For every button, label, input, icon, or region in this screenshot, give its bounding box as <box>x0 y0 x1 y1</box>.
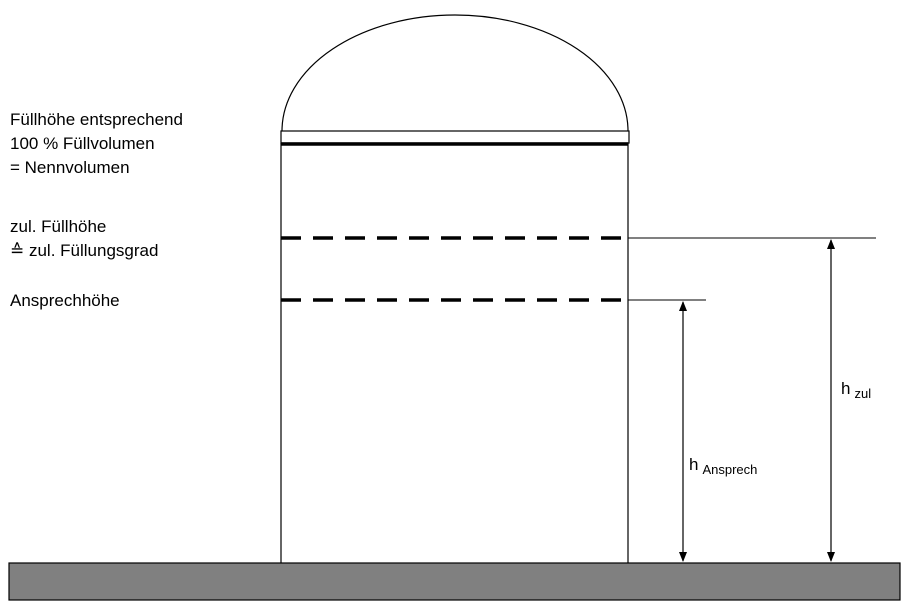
nominal-level-label: Füllhöhe entsprechend 100 % Füllvolumen … <box>10 108 183 180</box>
nominal-label-line-1: Füllhöhe entsprechend <box>10 110 183 129</box>
tank-top-band <box>280 130 630 144</box>
nominal-label-line-3: = Nennvolumen <box>10 158 130 177</box>
trigger-label-text: Ansprechhöhe <box>10 291 120 310</box>
nominal-label-line-2: 100 % Füllvolumen <box>10 134 155 153</box>
ground-slab <box>8 562 901 601</box>
permitted-label-line-2: ≙ zul. Füllungsgrad <box>10 241 159 260</box>
h-ansprech-subscript: Ansprech <box>702 462 758 477</box>
h-zul-main: h <box>841 379 851 398</box>
h-ansprech-main: h <box>689 455 699 474</box>
permitted-level-label: zul. Füllhöhe ≙ zul. Füllungsgrad <box>10 215 158 263</box>
tank-dome <box>281 14 629 132</box>
h-zul-subscript: zul <box>854 386 872 401</box>
trigger-level-label: Ansprechhöhe <box>10 289 120 313</box>
permitted-label-line-1: zul. Füllhöhe <box>10 217 107 236</box>
